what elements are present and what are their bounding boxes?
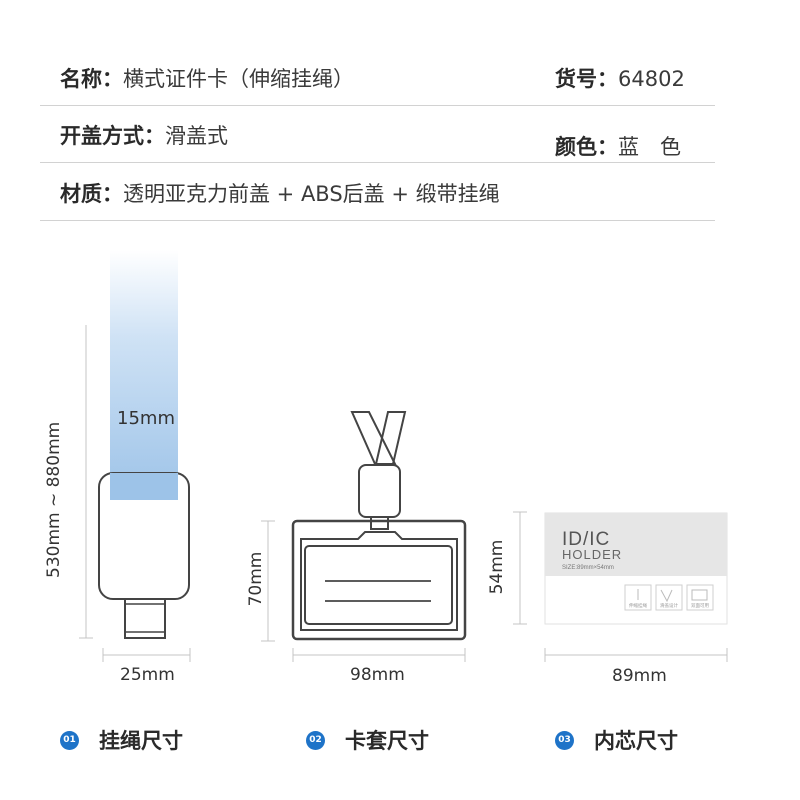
insert-height-label: 54mm — [487, 539, 507, 595]
insert-width-label: 89mm — [612, 666, 667, 686]
material-value: 透明亚克力前盖 + ABS后盖 + 缎带挂绳 — [123, 182, 500, 206]
card-mini-icon — [691, 589, 708, 601]
holder-front-cover — [300, 531, 458, 631]
caption-lanyard: 01 挂绳尺寸 — [60, 726, 183, 754]
lanyard-drawing — [79, 250, 191, 662]
holder-mini-icon — [660, 589, 673, 603]
badge-01: 01 — [60, 730, 79, 750]
name-label: 名称： — [60, 67, 123, 91]
holder-buckle — [358, 464, 401, 518]
spec-row-name — [40, 48, 715, 106]
badge-03: 03 — [555, 730, 574, 750]
card-holder-drawing — [261, 411, 467, 662]
open-method: 开盖方式：滑盖式 — [60, 120, 228, 150]
insert-card-icon-box — [624, 584, 652, 611]
insert-card-icon-box — [655, 584, 683, 611]
spec-row-material — [40, 162, 715, 221]
lanyard-ribbon-overlay — [110, 473, 178, 499]
caption-insert: 03 内芯尺寸 — [555, 726, 678, 754]
material: 材质：透明亚克力前盖 + ABS后盖 + 缎带挂绳 — [60, 178, 500, 208]
caption-holder: 02 卡套尺寸 — [306, 726, 429, 754]
holder-window — [304, 545, 453, 625]
caption-lanyard-label: 挂绳尺寸 — [99, 729, 183, 753]
spec-row-open — [40, 105, 715, 163]
item-number-value: 64802 — [618, 67, 685, 91]
holder-width-label: 98mm — [350, 665, 405, 685]
color-spec: 颜色：蓝 色 — [555, 131, 681, 161]
material-label: 材质： — [60, 182, 123, 206]
open-label: 开盖方式： — [60, 124, 165, 148]
open-value: 滑盖式 — [165, 124, 228, 148]
caption-insert-label: 内芯尺寸 — [594, 729, 678, 753]
color-label: 颜色： — [555, 135, 618, 159]
caption-holder-label: 卡套尺寸 — [345, 729, 429, 753]
holder-strap — [350, 411, 397, 465]
badge-02: 02 — [306, 730, 325, 750]
insert-card-icon-box — [686, 584, 714, 611]
insert-icon-caption: 双面可用 — [691, 603, 709, 609]
holder-buckle-stem — [370, 516, 389, 530]
lanyard-inner-width-label: 15mm — [117, 408, 175, 429]
insert-card-title: ID/IC — [562, 529, 610, 550]
color-value: 蓝 色 — [618, 135, 681, 159]
insert-card-size: SIZE:89mm×54mm — [562, 565, 614, 571]
holder-height-label: 70mm — [246, 551, 266, 607]
item-number-label: 货号： — [555, 67, 618, 91]
insert-icon-caption: 滑盖设计 — [660, 602, 678, 609]
insert-icon-caption: 伸缩挂绳 — [629, 602, 647, 609]
insert-card-subtitle: HOLDER — [562, 547, 622, 562]
holder-outer — [291, 519, 467, 641]
product-name: 名称：横式证件卡（伸缩挂绳） — [60, 63, 354, 93]
lanyard-ribbon — [110, 250, 178, 500]
lanyard-clip-connector — [124, 598, 166, 639]
name-value: 横式证件卡（伸缩挂绳） — [123, 67, 354, 91]
lanyard-clip-width-label: 25mm — [120, 665, 175, 685]
insert-card-drawing: ID/IC HOLDER SIZE:89mm×54mm 伸缩挂绳 滑盖设计 双面… — [513, 511, 728, 662]
item-number: 货号：64802 — [555, 63, 685, 93]
insert-card-header — [545, 513, 727, 576]
lanyard-length-label: 530mm ~ 880mm — [44, 421, 64, 578]
